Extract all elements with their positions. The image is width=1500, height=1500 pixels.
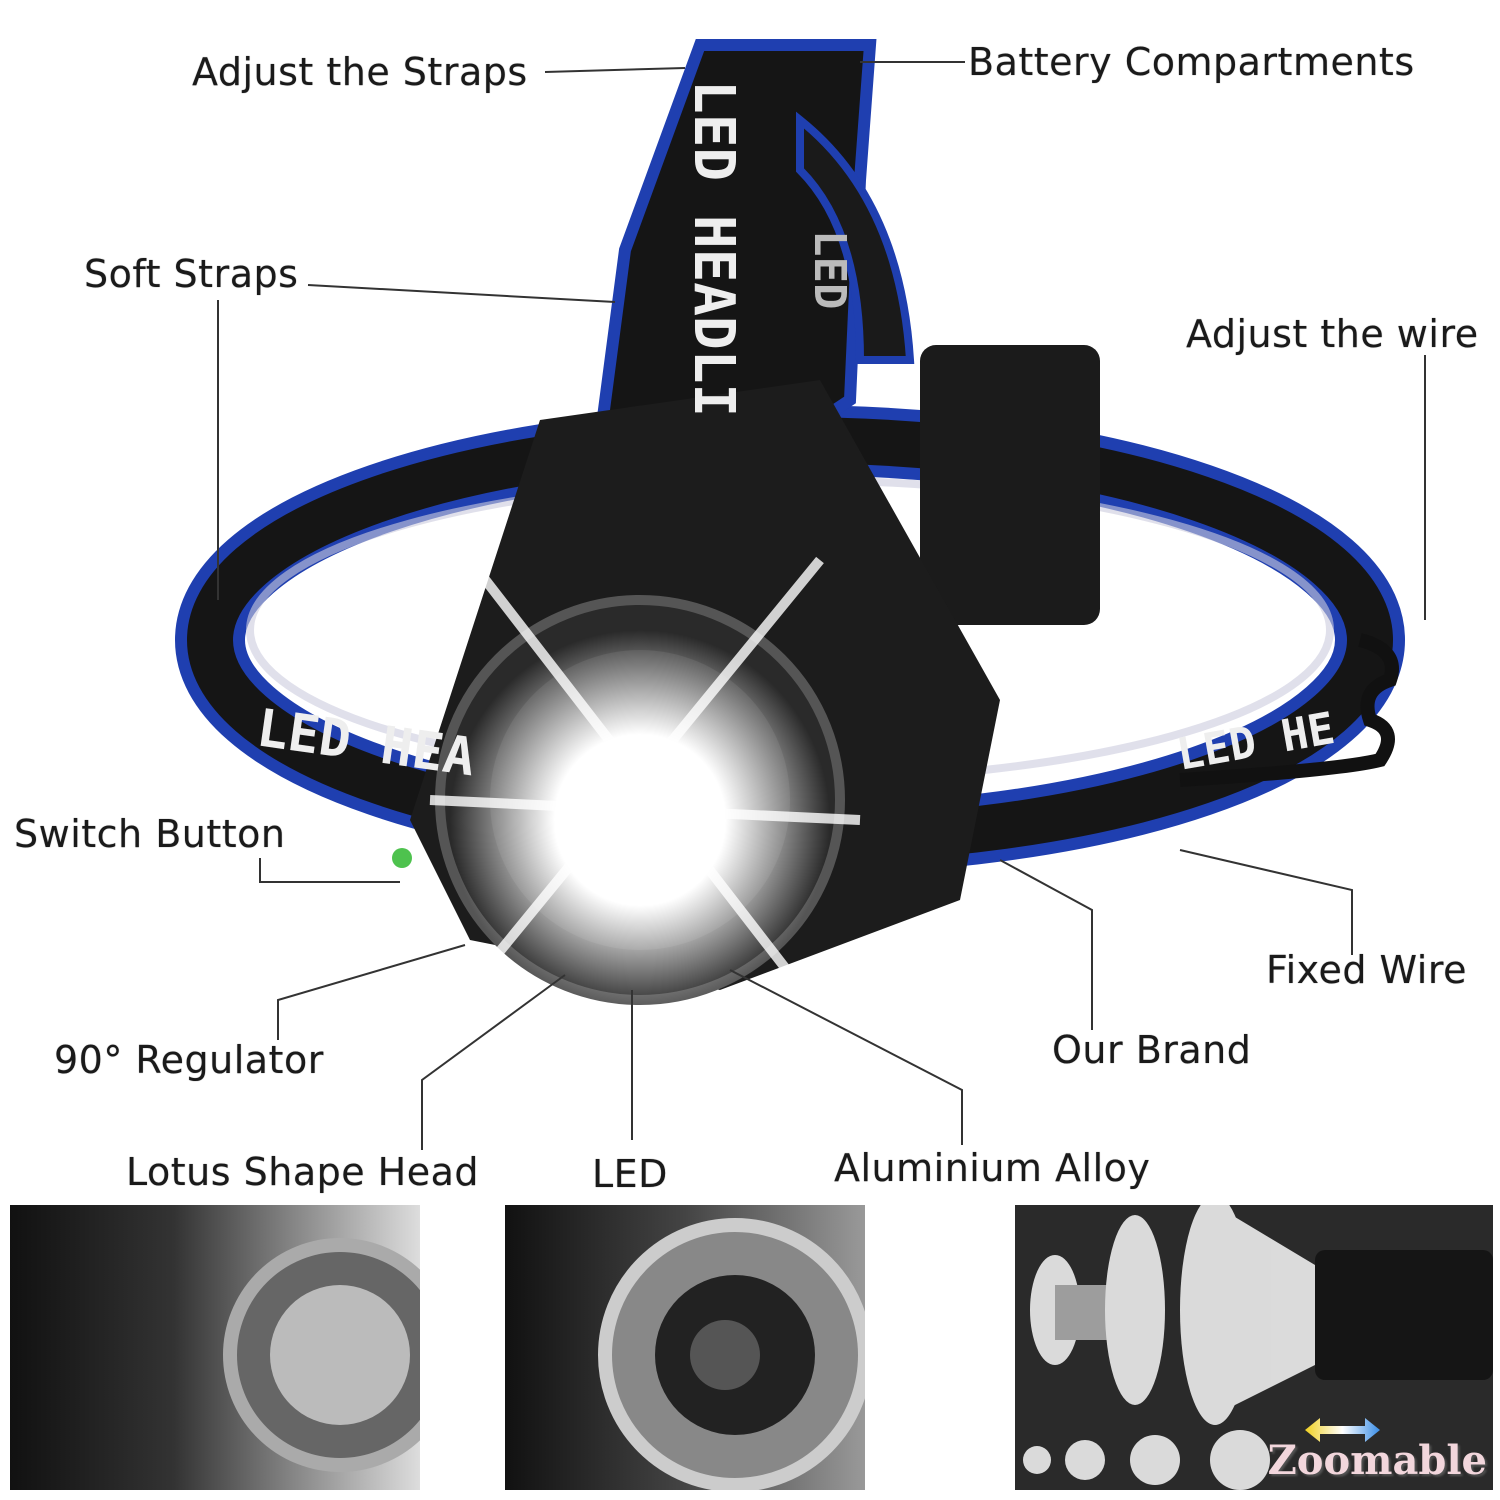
callout-regulator: 90° Regulator: [54, 1038, 324, 1082]
callout-adjust-wire: Adjust the wire: [1186, 312, 1479, 356]
zoom-arrow-icon: [1305, 1418, 1380, 1442]
zoomable-caption: Zoomable: [1267, 1437, 1487, 1484]
beam-shapes: [1023, 1205, 1315, 1490]
top-strap: [593, 39, 915, 446]
callout-led: LED: [592, 1152, 668, 1196]
led-beam: [429, 556, 861, 1010]
battery-compartment: [920, 345, 1100, 625]
strap-text-back: LED: [804, 230, 855, 309]
coiled-wire: [1179, 633, 1399, 787]
callout-fixed-wire: Fixed Wire: [1266, 948, 1468, 992]
leader-lines: [217, 61, 1426, 1150]
detail-photo-front: [505, 1205, 865, 1490]
callout-lotus-head: Lotus Shape Head: [126, 1150, 480, 1194]
callout-our-brand: Our Brand: [1052, 1028, 1252, 1072]
zoom-beam-panel: Zoomable: [1015, 1205, 1493, 1490]
callout-switch-button: Switch Button: [14, 812, 286, 856]
callout-adjust-straps: Adjust the Straps: [192, 50, 528, 94]
callout-soft-straps: Soft Straps: [84, 252, 299, 296]
callout-battery-compartments: Battery Compartments: [968, 40, 1415, 84]
switch-button-mark: [392, 848, 412, 868]
detail-photo-side: [10, 1205, 420, 1490]
strap-text-top: LED HEADLI: [681, 80, 746, 417]
callout-aluminium-alloy: Aluminium Alloy: [834, 1146, 1151, 1190]
